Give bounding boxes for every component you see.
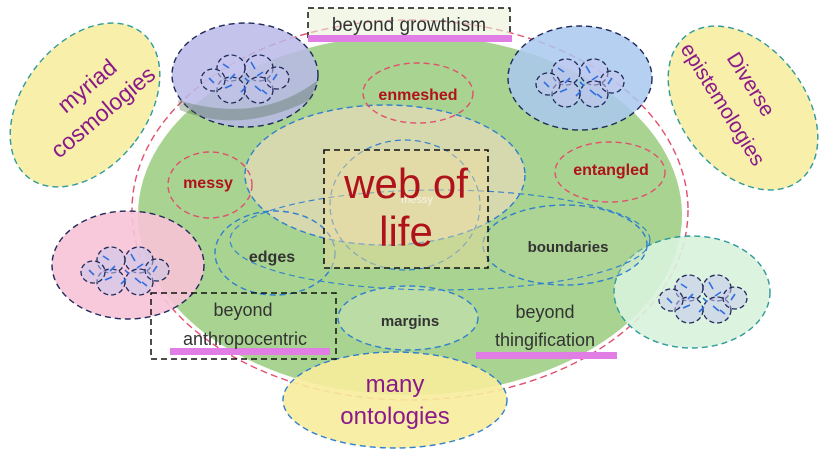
growthism-highlight — [308, 35, 512, 42]
thingification-highlight — [476, 352, 617, 359]
beyond-growthism-label: beyond growthism — [332, 15, 486, 36]
margins-label: margins — [381, 313, 439, 330]
beyond-anthropocentric-line2: anthropocentric — [183, 329, 307, 349]
anthropocentric-box — [150, 292, 337, 360]
beyond-anthropocentric-line1: beyond — [213, 300, 272, 320]
enmeshed-blob — [362, 62, 474, 124]
enmeshed-label: enmeshed — [378, 87, 457, 104]
edges-zone — [214, 210, 336, 296]
entangled-label: entangled — [573, 162, 649, 179]
entangled-blob — [554, 141, 666, 203]
messy-label: messy — [183, 175, 233, 192]
wide-blue-ring — [229, 189, 651, 291]
edges-label: edges — [249, 249, 295, 266]
beyond-thingification-line2: thingification — [495, 330, 595, 350]
boundaries-zone — [482, 204, 648, 286]
ontologies-line2: ontologies — [340, 403, 449, 430]
shadow-overlap — [178, 80, 318, 121]
messy-blob — [167, 151, 253, 219]
top-right-region — [507, 25, 653, 131]
center-title-line1: web of — [343, 160, 468, 207]
beyond-thingification-line1: beyond — [515, 302, 574, 322]
central-tan-area — [244, 104, 526, 246]
epistemologies-ellipse — [667, 25, 819, 191]
center-title-line2: life — [379, 208, 433, 255]
center-ghost-label: messy — [401, 194, 433, 206]
center-blue-ring — [329, 139, 481, 271]
ontologies-ellipse — [282, 351, 508, 449]
margins-zone — [337, 285, 479, 351]
center-box — [323, 149, 489, 269]
top-left-region — [171, 22, 319, 128]
anthropocentric-highlight — [170, 348, 330, 355]
ontologies-line1: many — [366, 371, 425, 398]
boundaries-label: boundaries — [528, 239, 609, 256]
cosmologies-ellipse — [9, 22, 161, 188]
